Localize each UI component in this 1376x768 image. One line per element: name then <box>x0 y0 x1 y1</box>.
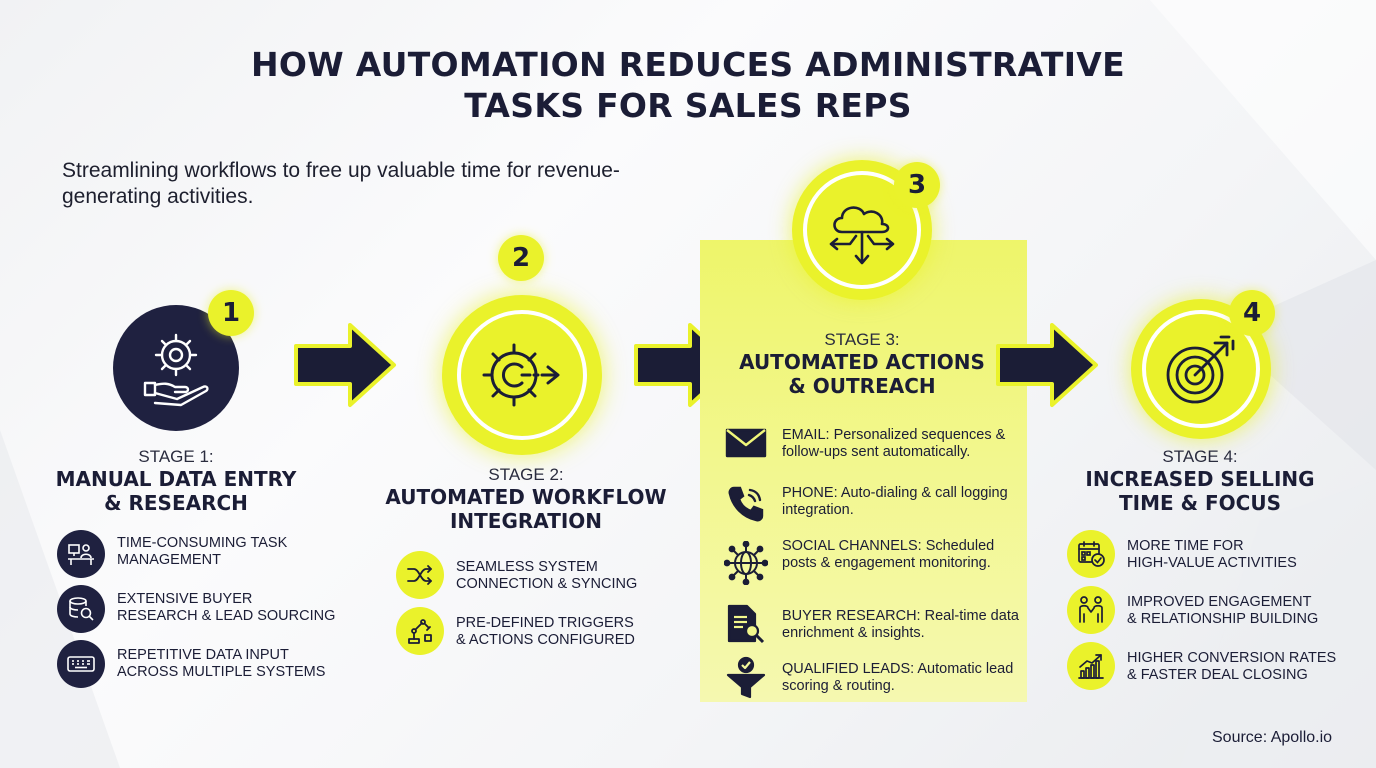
stage-2-item-2-icon-circle <box>396 607 444 655</box>
stage-1-icon-circle <box>113 305 239 431</box>
stage-1-number-badge: 1 <box>208 290 254 336</box>
desk-worker-icon <box>68 544 94 565</box>
robot-arm-icon <box>408 619 432 644</box>
stage-3-name-line-2: & OUTREACH <box>788 374 936 398</box>
stage-4-item-3-icon-circle <box>1067 642 1115 690</box>
title-line-1: HOW AUTOMATION REDUCES ADMINISTRATIVE <box>251 45 1125 84</box>
stage-3-item-4-text: BUYER RESEARCH: Real-time data enrichmen… <box>782 608 1019 641</box>
stage-1-item-1-icon-circle <box>57 530 105 578</box>
stage-4-item-1-icon-circle <box>1067 530 1115 578</box>
stage-1-name-line-1: MANUAL DATA ENTRY <box>55 467 297 491</box>
stage-2-item-1-text: SEAMLESS SYSTEM CONNECTION & SYNCING <box>456 559 638 592</box>
title-line-2: TASKS FOR SALES REPS <box>464 86 912 125</box>
stage-2-number-badge: 2 <box>498 235 544 281</box>
stage-1-name: MANUAL DATA ENTRY & RESEARCH <box>40 467 312 515</box>
stage-2-name-line-1: AUTOMATED WORKFLOW <box>385 485 667 509</box>
stage-4-item-1-text: MORE TIME FOR HIGH-VALUE ACTIVITIES <box>1127 538 1297 571</box>
subtitle: Streamlining workflows to free up valuab… <box>62 159 620 208</box>
stage-2-icon-circle <box>442 295 602 455</box>
stage-4-item-2-icon-circle <box>1067 586 1115 634</box>
document-search-icon <box>727 604 765 644</box>
stage-2-name-line-2: INTEGRATION <box>449 509 603 533</box>
stage-4-name: INCREASED SELLING TIME & FOCUS <box>1050 467 1350 515</box>
stage-1-item-1-text: TIME-CONSUMING TASK MANAGEMENT <box>117 535 288 568</box>
envelope-icon <box>725 428 767 458</box>
stage-3-number-badge: 3 <box>894 162 940 208</box>
stage-4-item-3-text: HIGHER CONVERSION RATES & FASTER DEAL CL… <box>1127 650 1337 683</box>
shuffle-icon <box>407 565 432 585</box>
stage-4-label: STAGE 4: <box>1162 447 1238 466</box>
stage-2-label: STAGE 2: <box>488 465 564 484</box>
stage-1-item-3-icon-circle <box>57 640 105 688</box>
stage-1-item-2-icon-circle <box>57 585 105 633</box>
growth-chart-icon <box>1078 654 1104 679</box>
stage-3-item-1-text: EMAIL: Personalized sequences & follow-u… <box>782 427 1006 460</box>
network-globe-icon <box>724 541 768 585</box>
keyboard-icon <box>67 656 95 672</box>
database-search-icon <box>69 597 94 621</box>
funnel-check-icon <box>726 656 766 699</box>
stage-1-item-3-text: REPETITIVE DATA INPUT ACROSS MULTIPLE SY… <box>117 647 326 680</box>
gear-arrow-icon <box>482 343 560 407</box>
stage-2-item-2-text: PRE-DEFINED TRIGGERS & ACTIONS CONFIGURE… <box>456 615 635 648</box>
stage-1-item-2-text: EXTENSIVE BUYER RESEARCH & LEAD SOURCING <box>117 591 336 624</box>
stage-3-name-line-1: AUTOMATED ACTIONS <box>739 350 985 374</box>
arrow-stage-3-to-4 <box>996 323 1098 407</box>
stage-3-item-2-text: PHONE: Auto-dialing & call logging integ… <box>782 485 1008 518</box>
page-title: HOW AUTOMATION REDUCES ADMINISTRATIVE TA… <box>0 44 1376 126</box>
stage-1-label: STAGE 1: <box>138 447 214 466</box>
stage-3-item-5-text: QUALIFIED LEADS: Automatic lead scoring … <box>782 661 1014 694</box>
cloud-arrows-icon <box>829 206 895 265</box>
stage-3-name: AUTOMATED ACTIONS & OUTREACH <box>712 350 1012 398</box>
stage-1-name-line-2: & RESEARCH <box>104 491 248 515</box>
stage-2-name: AUTOMATED WORKFLOW INTEGRATION <box>376 485 676 533</box>
stage-4-name-line-1: INCREASED SELLING <box>1085 467 1315 491</box>
stage-4-number-badge: 4 <box>1229 290 1275 336</box>
handshake-people-icon <box>1079 596 1103 623</box>
gear-hand-icon <box>143 333 209 407</box>
stage-3-item-3-text: SOCIAL CHANNELS: Scheduled posts & engag… <box>782 538 995 571</box>
source-credit: Source: Apollo.io <box>1212 729 1333 746</box>
arrow-stage-1-to-2 <box>294 323 396 407</box>
stage-2-item-1-icon-circle <box>396 551 444 599</box>
stage-4-name-line-2: TIME & FOCUS <box>1118 491 1281 515</box>
stage-3-label: STAGE 3: <box>824 330 900 349</box>
calendar-check-icon <box>1078 541 1105 567</box>
stage-4-item-2-text: IMPROVED ENGAGEMENT & RELATIONSHIP BUILD… <box>1127 594 1319 627</box>
target-arrow-icon <box>1166 335 1235 404</box>
phone-icon <box>728 486 764 522</box>
